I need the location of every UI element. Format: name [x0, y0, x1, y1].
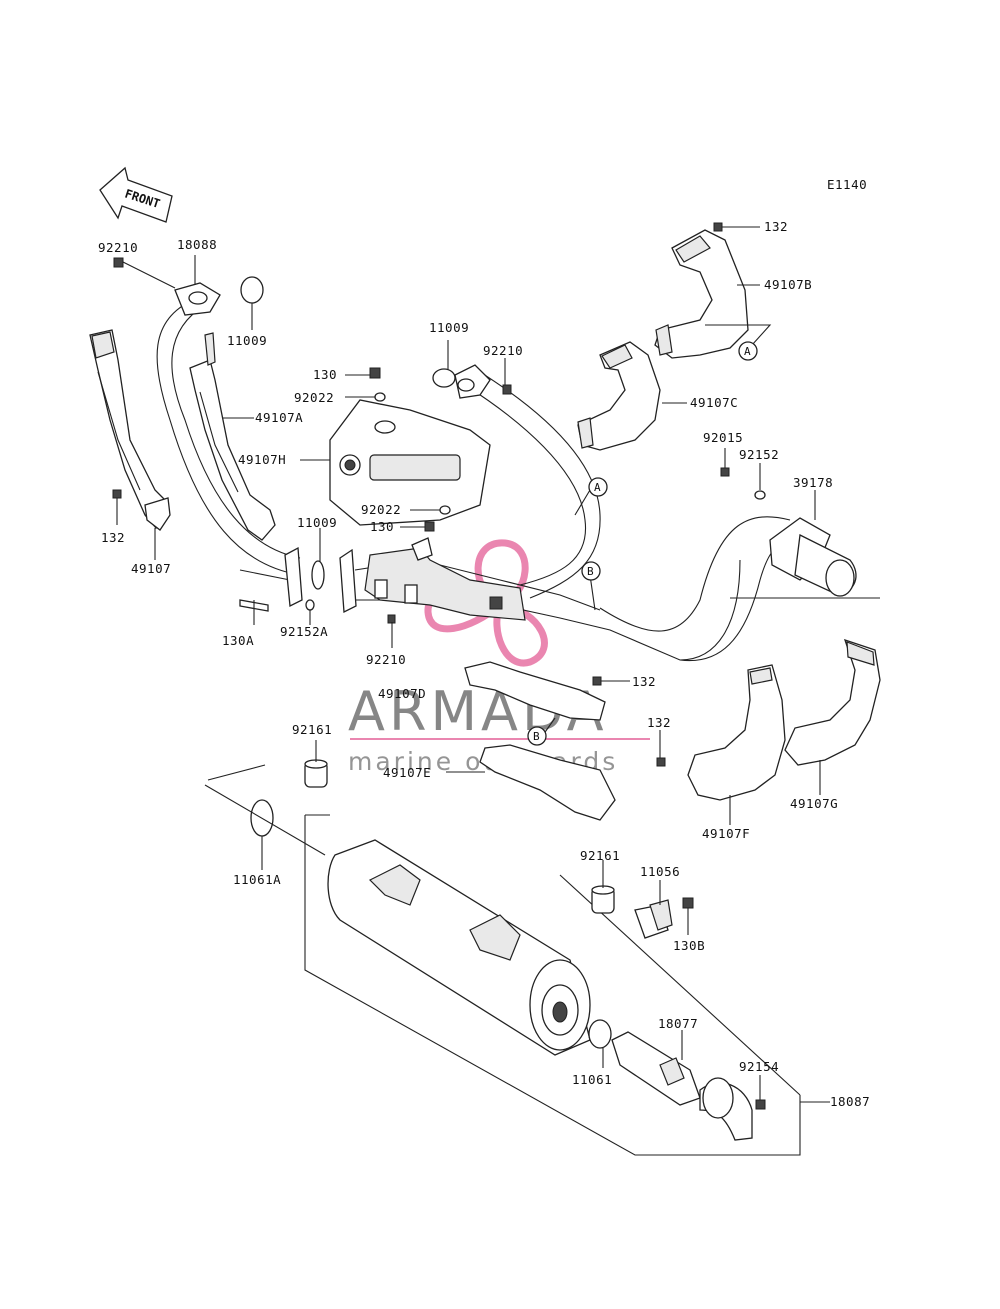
- label-11061A: 11061A: [233, 872, 281, 887]
- label-132-a: 132: [101, 530, 125, 545]
- label-92161-a: 92161: [292, 722, 332, 737]
- gasket-11061: [588, 1019, 612, 1049]
- label-11056: 11056: [640, 864, 680, 879]
- label-132-c: 132: [632, 674, 656, 689]
- collar-92152-icon: [754, 490, 766, 500]
- label-92210-c: 92210: [366, 652, 406, 667]
- diagram-code: E1140: [827, 177, 867, 192]
- bracket-11056: [634, 899, 673, 939]
- label-130-b: 130: [370, 519, 394, 534]
- label-49107E: 49107E: [383, 765, 431, 780]
- svg-text:A: A: [744, 345, 751, 358]
- heat-guard-49107B: [654, 229, 749, 359]
- callout-b-2: B: [527, 726, 547, 746]
- label-92022-b: 92022: [361, 502, 401, 517]
- label-11009-b: 11009: [429, 320, 469, 335]
- nut-92210-c-icon: [387, 614, 396, 624]
- damper-92161-b: [591, 885, 615, 914]
- label-39178: 39178: [793, 475, 833, 490]
- heat-shield-49107H: [329, 399, 491, 526]
- label-49107C: 49107C: [690, 395, 738, 410]
- heat-guard-49107D: [464, 661, 606, 721]
- heat-guard-49107E: [479, 744, 616, 821]
- collector-pipe: [239, 516, 801, 662]
- label-92210-a: 92210: [98, 240, 138, 255]
- screw-92154-icon: [755, 1099, 766, 1110]
- label-130A: 130A: [222, 633, 254, 648]
- label-92152A: 92152A: [280, 624, 328, 639]
- label-18077: 18077: [658, 1016, 698, 1031]
- label-49107B: 49107B: [764, 277, 812, 292]
- heat-guard-49107C: [577, 341, 661, 451]
- label-92161-b: 92161: [580, 848, 620, 863]
- bolt-130B-icon: [682, 897, 694, 909]
- collar-92152A-icon: [305, 599, 315, 611]
- label-92015: 92015: [703, 430, 743, 445]
- screw-132-b-icon: [713, 222, 723, 232]
- screw-132-d-icon: [656, 757, 666, 767]
- nut-92210-b-icon: [502, 384, 512, 395]
- label-18087: 18087: [830, 1094, 870, 1109]
- bolt-130-a-icon: [369, 367, 381, 379]
- callout-a-2: A: [588, 477, 608, 497]
- svg-text:A: A: [594, 481, 601, 494]
- label-132-b: 132: [764, 219, 788, 234]
- gasket-11009-mid: [432, 368, 456, 388]
- label-92152: 92152: [739, 447, 779, 462]
- header-pipe-right: [454, 364, 601, 599]
- damper-92161-a: [304, 759, 328, 788]
- heat-guard-49107F: [687, 664, 786, 801]
- nut-92015-icon: [720, 467, 730, 477]
- label-49107: 49107: [131, 561, 171, 576]
- label-11009-a: 11009: [227, 333, 267, 348]
- label-130-a: 130: [313, 367, 337, 382]
- washer-92022-a-icon: [374, 392, 386, 402]
- svg-text:B: B: [533, 730, 540, 743]
- label-49107F: 49107F: [702, 826, 750, 841]
- label-49107A: 49107A: [255, 410, 303, 425]
- label-18088: 18088: [177, 237, 217, 252]
- heat-guard-49107G: [784, 638, 881, 766]
- header-pipe-left: [156, 282, 301, 576]
- label-92022-a: 92022: [294, 390, 334, 405]
- label-49107D: 49107D: [378, 686, 426, 701]
- leader-lines: [116, 226, 880, 1103]
- heat-guard-49107A: [189, 332, 276, 541]
- screw-132-a-icon: [112, 489, 122, 499]
- callout-a-1: A: [738, 341, 758, 361]
- gasket-11009-top: [240, 276, 264, 304]
- label-11061: 11061: [572, 1072, 612, 1087]
- label-132-d: 132: [647, 715, 671, 730]
- nut-130-b-icon: [424, 521, 435, 532]
- heat-guard-49107: [89, 329, 171, 531]
- silencer-39178: [769, 517, 857, 597]
- tailpipe-18077: [611, 1031, 753, 1141]
- label-11009-c: 11009: [297, 515, 337, 530]
- front-arrow-icon: FRONT: [99, 166, 173, 223]
- label-49107H: 49107H: [238, 452, 286, 467]
- nut-92210-a-icon: [113, 257, 124, 268]
- part-labels: 92210 18088 11009 49107A 132 49107 11009…: [98, 219, 870, 1109]
- callout-b-1: B: [581, 561, 601, 581]
- washer-92022-b-icon: [439, 505, 451, 515]
- label-130B: 130B: [673, 938, 705, 953]
- screw-132-c-icon: [592, 676, 602, 686]
- label-92154: 92154: [739, 1059, 779, 1074]
- svg-text:B: B: [587, 565, 594, 578]
- label-92210-b: 92210: [483, 343, 523, 358]
- label-49107G: 49107G: [790, 796, 838, 811]
- muffler-body: [327, 839, 591, 1056]
